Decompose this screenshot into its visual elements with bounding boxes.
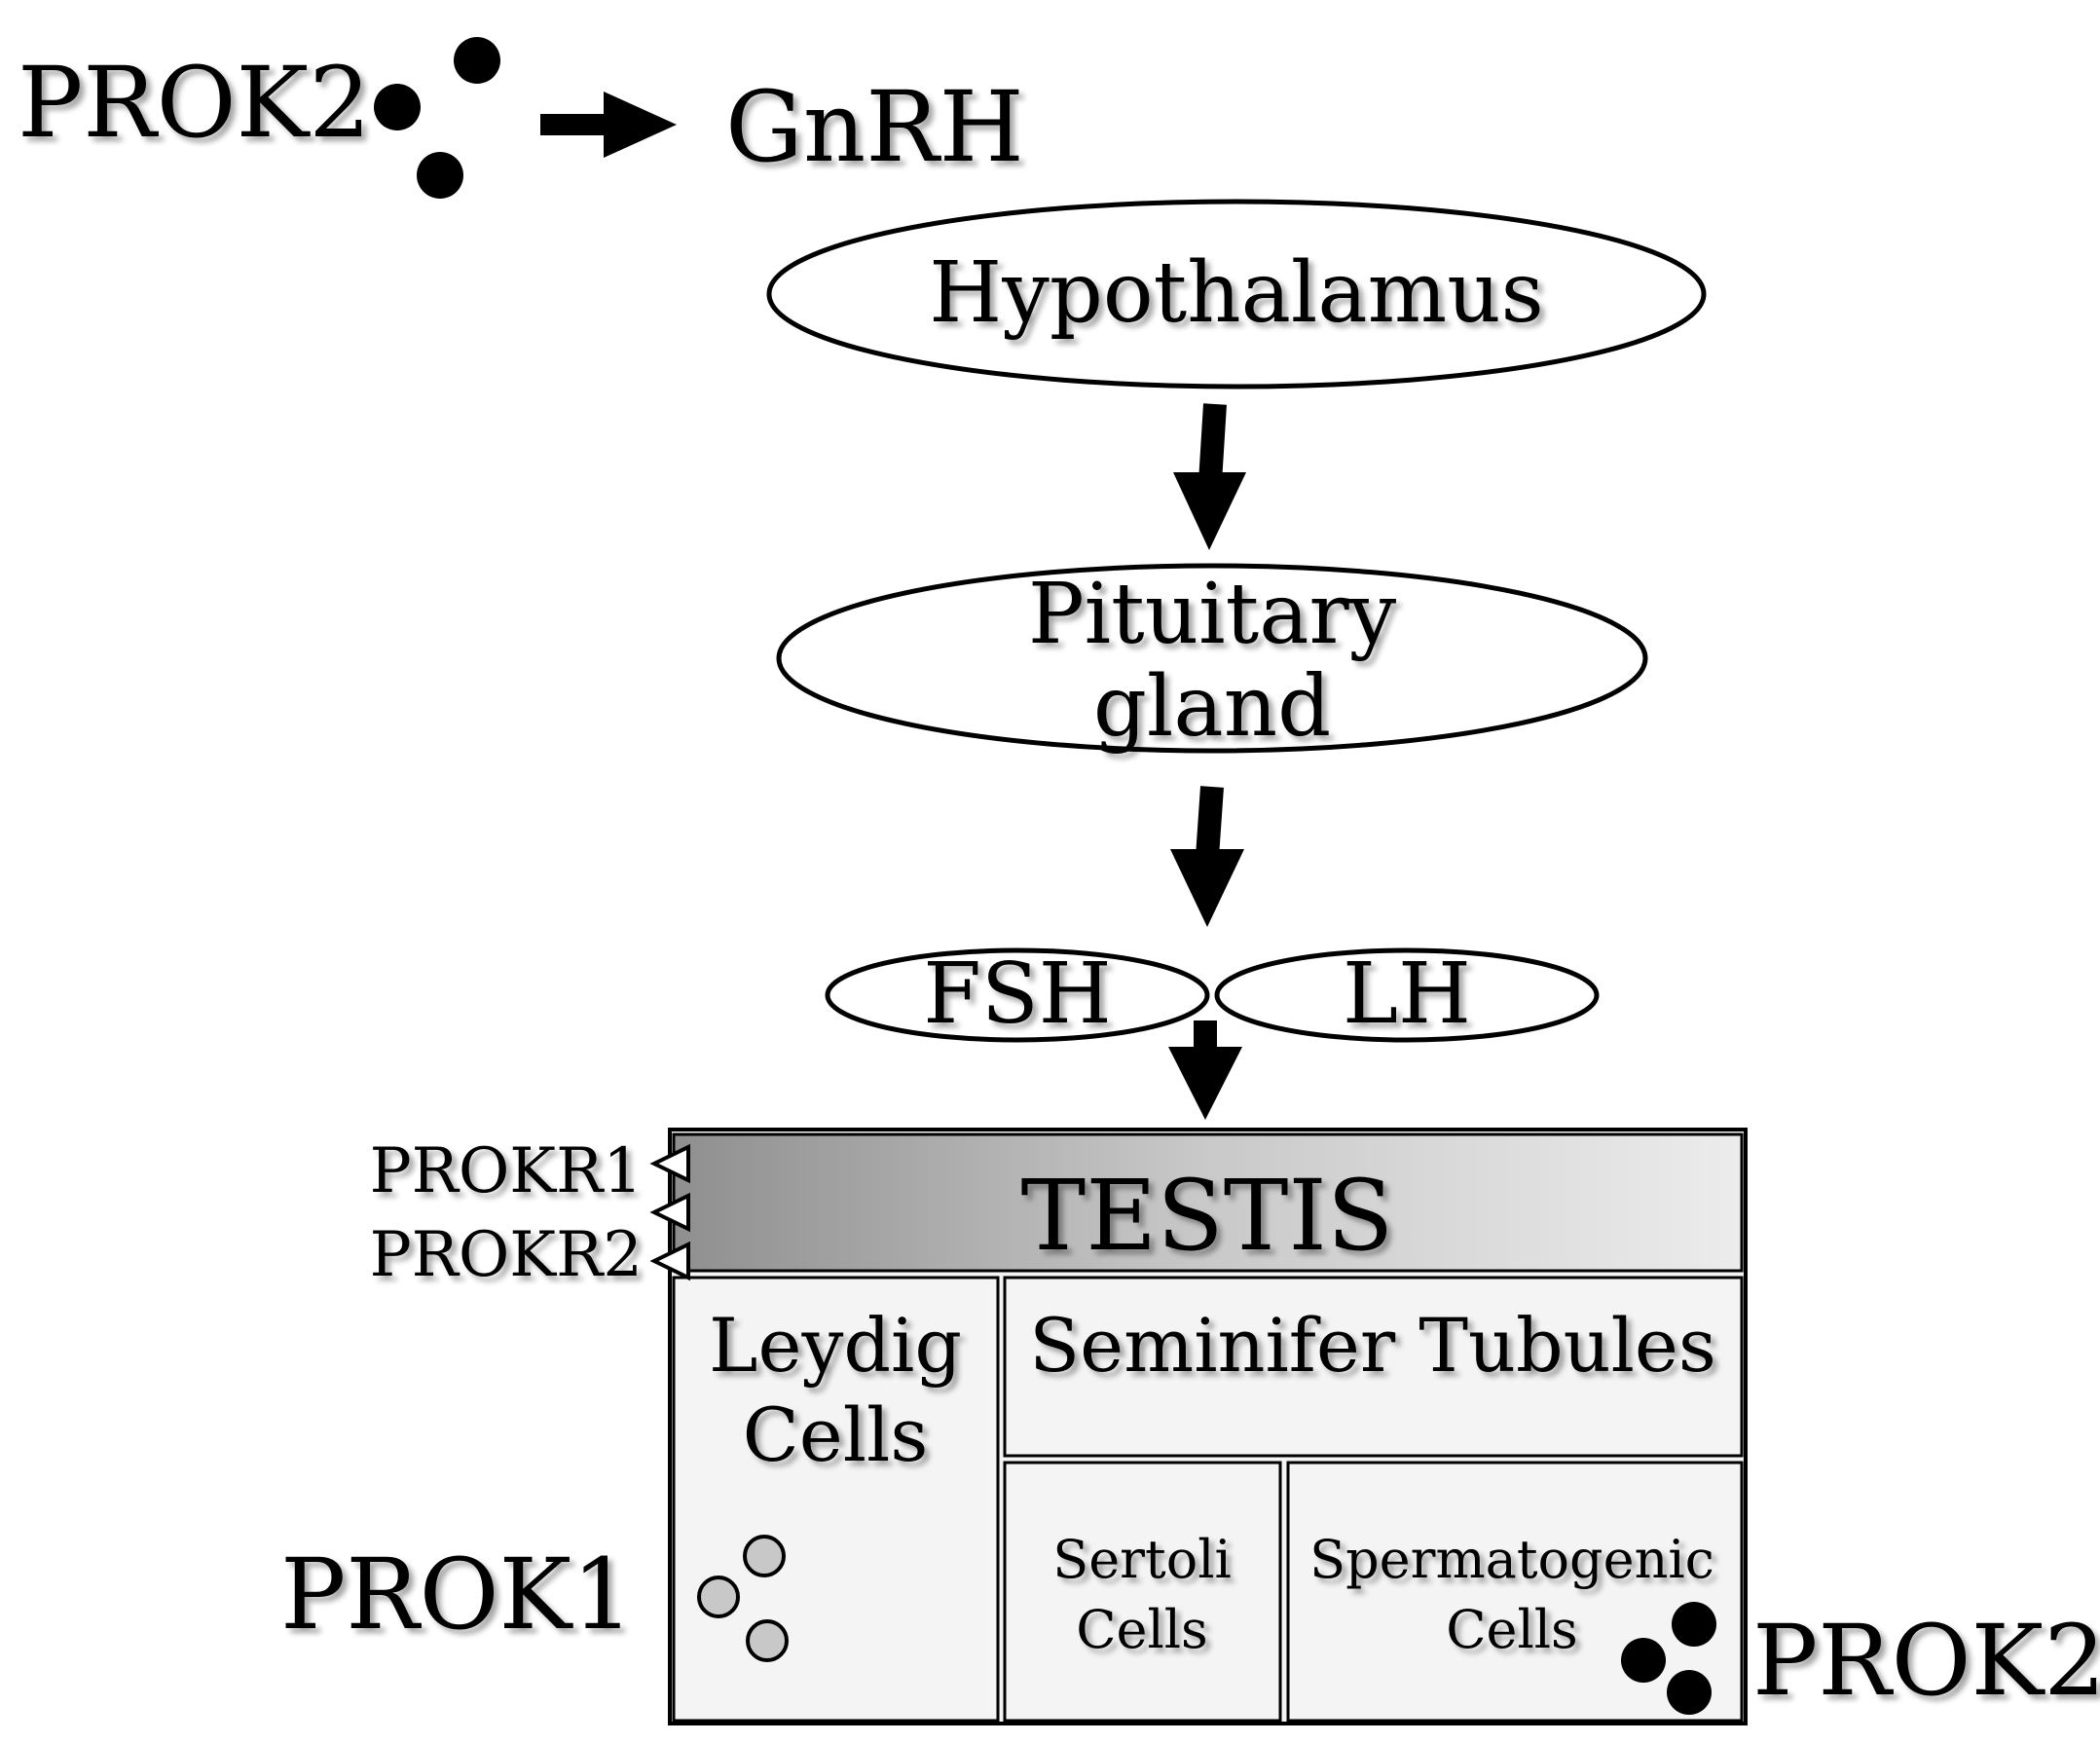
pituitary-label-line2: gland [1093,658,1331,756]
arrow-prok2-to-gnrh [540,92,677,158]
leydig-label-line2: Cells [743,1391,929,1478]
prokr1-label: PROKR1 [370,1135,643,1207]
prok2-dot [454,37,500,84]
seminifer-tubules-compartment [1003,1276,1744,1458]
leydig-label-line1: Leydig [709,1302,962,1389]
prok1-molecules [697,1535,789,1662]
arrow-hypothalamus-to-pituitary [1173,403,1246,550]
prok1-dot [746,1619,789,1662]
fsh-label: FSH [923,946,1112,1043]
testis-title: TESTIS [1021,1159,1394,1273]
pituitary-ellipse [776,563,1648,754]
receptor-triangle [649,1192,690,1233]
lh-ellipse [1214,947,1600,1043]
leydig-cells-compartment [672,1276,1000,1723]
prok2-molecules-testis [1621,1602,1716,1715]
hypothalamus-label: Hypothalamus [929,244,1543,342]
arrow-hormones-to-testis [1168,1020,1242,1120]
prok2-dot [1621,1638,1666,1683]
prok2-dot [1667,1670,1712,1715]
sertoli-label-line1: Sertoli [1052,1529,1232,1590]
prok2-dot [374,84,421,130]
prok1-label: PROK1 [280,1538,634,1651]
spermatogenic-label-line2: Cells [1446,1599,1578,1660]
testis-box: TESTIS Leydig Cells Seminifer Tubules Se… [668,1128,1748,1725]
receptor-triangle [649,1143,690,1184]
arrow-pituitary-to-hormones [1170,786,1244,927]
prok1-dot [743,1535,786,1577]
prok1-dot [697,1576,740,1618]
prok2-molecules-top [374,37,500,199]
fsh-ellipse [825,947,1210,1043]
pituitary-label-line1: Pituitary [1028,566,1397,663]
hypothalamus-ellipse [766,199,1707,389]
spermatogenic-label-line1: Spermatogenic [1309,1529,1714,1590]
seminifer-tubules-label: Seminifer Tubules [1029,1302,1716,1389]
receptor-triangle [649,1241,690,1281]
prok2-dot [1672,1602,1716,1647]
lh-label: LH [1343,946,1471,1043]
testis-header [672,1132,1744,1273]
spermatogenic-cells-compartment [1286,1461,1744,1723]
sertoli-cells-compartment [1003,1461,1282,1723]
prokr2-label: PROKR2 [370,1219,643,1291]
prok2-dot [417,152,463,199]
top-prok2-label: PROK2 [18,46,371,160]
prok2-testis-label: PROK2 [1752,1604,2100,1718]
gnrh-label: GnRH [725,70,1024,184]
sertoli-label-line2: Cells [1076,1599,1208,1660]
receptor-markers [649,1143,690,1281]
